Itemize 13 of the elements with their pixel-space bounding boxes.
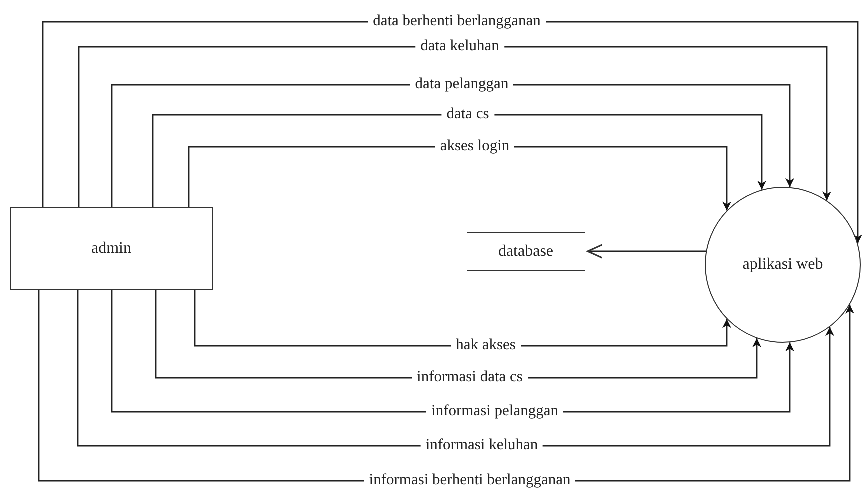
edge-label: data berhenti berlangganan: [368, 12, 546, 30]
arrow: [194, 290, 732, 347]
edge-label: akses login: [435, 138, 515, 155]
edge-label: informasi berhenti berlangganan: [364, 472, 576, 489]
arrow: [111, 84, 794, 207]
edge-label: informasi pelanggan: [426, 402, 564, 420]
arrow: [152, 114, 766, 207]
data-store: database: [467, 232, 585, 271]
arrow: [587, 244, 706, 259]
arrow: [78, 46, 832, 207]
edge-label: data pelanggan: [410, 76, 514, 93]
entity-box: admin: [10, 207, 213, 290]
process-circle: aplikasi web: [705, 187, 861, 343]
